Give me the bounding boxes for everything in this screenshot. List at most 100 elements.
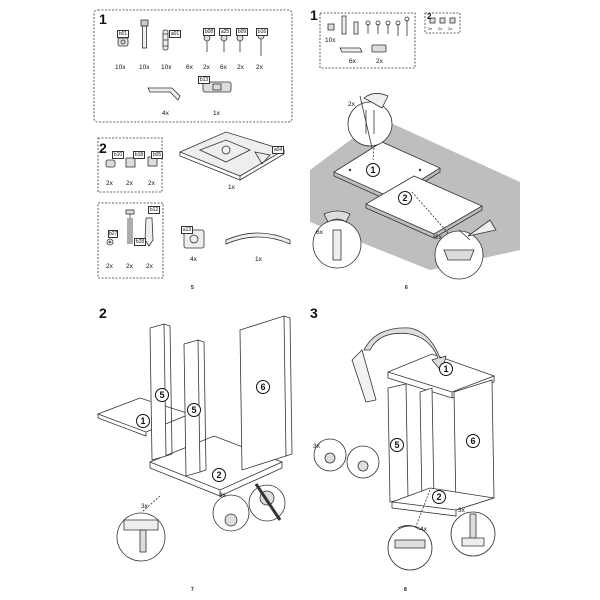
panel-number: 2 <box>432 490 446 504</box>
step-number: 2 <box>427 12 432 21</box>
parts-box-2 <box>97 137 163 193</box>
zoom-screw-4 <box>450 511 496 557</box>
panel-number: 2 <box>212 468 226 482</box>
callout-qty: 3x <box>458 507 465 514</box>
quantity-label: 6x <box>186 64 193 71</box>
small-parts-right <box>429 17 456 24</box>
arc-rail-icon <box>225 232 291 245</box>
cam-lock-icon <box>117 37 129 47</box>
parts-box-3 <box>97 202 164 279</box>
cam-bolt-icon <box>140 19 149 49</box>
quantity-label: 2x <box>428 26 433 31</box>
quantity-label: 2x <box>203 64 210 71</box>
part-code-badge: b05 <box>151 151 163 159</box>
quantity-label: 10x <box>115 64 126 71</box>
dowel-icon <box>162 29 169 51</box>
screw-icon-3 <box>236 34 244 52</box>
zoom-hand-left <box>312 210 362 269</box>
part-code-badge: b10 <box>112 151 124 159</box>
quantity-label: 4x <box>162 110 169 117</box>
quantity-label: 2x <box>448 26 453 31</box>
page-number: 7 <box>191 587 194 593</box>
quantity-label: 2x <box>237 64 244 71</box>
callout-qty: 4x <box>420 526 427 533</box>
catch-icon <box>202 81 232 93</box>
panel-2-top <box>365 175 483 239</box>
long-screw-icon <box>257 32 265 56</box>
part-code-badge: b13 <box>198 76 210 84</box>
page-number: 8 <box>404 587 407 593</box>
panel-number: 2 <box>398 191 412 205</box>
screw-icon-1 <box>203 34 211 52</box>
step-number: 1 <box>310 7 318 23</box>
panel-number: 1 <box>136 414 150 428</box>
callout-qty: 3x <box>219 492 226 499</box>
quantity-label: 2x <box>146 263 153 270</box>
quantity-label: 6x <box>220 64 227 71</box>
part-code-badge: b18 <box>133 151 145 159</box>
quantity-label: 1x <box>213 110 220 117</box>
quantity-label: 2x <box>256 64 263 71</box>
mounting-plate-icon <box>183 229 205 249</box>
callout-qty: 3x <box>313 443 320 450</box>
bolt-icon-2 <box>125 157 136 168</box>
quantity-label: 2x <box>106 263 113 270</box>
part-code-badge: a01 <box>169 30 181 38</box>
step-number: 2 <box>99 305 107 321</box>
hardware-row <box>327 15 410 53</box>
part-code-badge: b16 <box>256 28 268 36</box>
long-bolt-icon <box>125 209 135 244</box>
callout-qty: 2x <box>348 101 355 108</box>
zoom-screw-right <box>434 219 497 280</box>
quantity-label: 10x <box>139 64 150 71</box>
panel-number: 1 <box>439 362 453 376</box>
zoom-cam-3b <box>248 483 286 522</box>
screw-icon-2 <box>220 34 228 52</box>
parts-box-left <box>319 12 416 69</box>
part-code-badge: b27 <box>108 230 118 238</box>
quantity-label: 2x <box>126 263 133 270</box>
zoom-cam-4b <box>346 445 380 479</box>
part-code-badge: b12 <box>148 206 160 214</box>
base-bracket-part <box>178 131 285 181</box>
quantity-label: 2x <box>376 58 383 65</box>
part-code-badge: a04 <box>272 146 284 154</box>
part-code-badge: b09 <box>236 28 248 36</box>
page-number: 5 <box>191 285 194 291</box>
quantity-label: 2x <box>126 180 133 187</box>
bracket-icon <box>147 87 181 101</box>
zoom-dowel-top <box>347 93 393 161</box>
step-number: 3 <box>310 305 318 321</box>
quantity-label: 10x <box>161 64 172 71</box>
panel-number: 6 <box>466 434 480 448</box>
quantity-label: 2x <box>438 26 443 31</box>
zoom-bracket-3 <box>116 512 166 562</box>
quantity-label: 6x <box>349 58 356 65</box>
part-code-badge: b08 <box>203 28 215 36</box>
step-number: 2 <box>99 140 107 156</box>
panel-number: 1 <box>366 163 380 177</box>
quantity-label: 2x <box>148 180 155 187</box>
panel-number: 5 <box>155 388 169 402</box>
quantity-label: 10x <box>325 37 336 44</box>
parts-box-1 <box>93 9 293 123</box>
zoom-cam-3a <box>212 494 250 532</box>
callout-qty: 6x <box>316 229 323 236</box>
part-code-badge: b28 <box>134 238 146 246</box>
callout-qty: 3x <box>141 503 148 510</box>
part-code-badge: b01 <box>117 30 129 38</box>
part-code-badge: a13 <box>181 226 193 234</box>
quantity-label: 1x <box>228 184 235 191</box>
quantity-label: 4x <box>190 256 197 263</box>
part-code-badge: a25 <box>219 28 231 36</box>
zoom-catch-4 <box>387 525 433 571</box>
page-number: 6 <box>405 285 408 291</box>
step-number: 1 <box>99 11 107 27</box>
zoom-cam-4a <box>313 438 347 472</box>
panel-number: 6 <box>256 380 270 394</box>
callout-qty: 2x <box>435 234 442 241</box>
wall-plug-icon <box>144 217 154 247</box>
cam-lock-icon-2 <box>105 159 116 168</box>
